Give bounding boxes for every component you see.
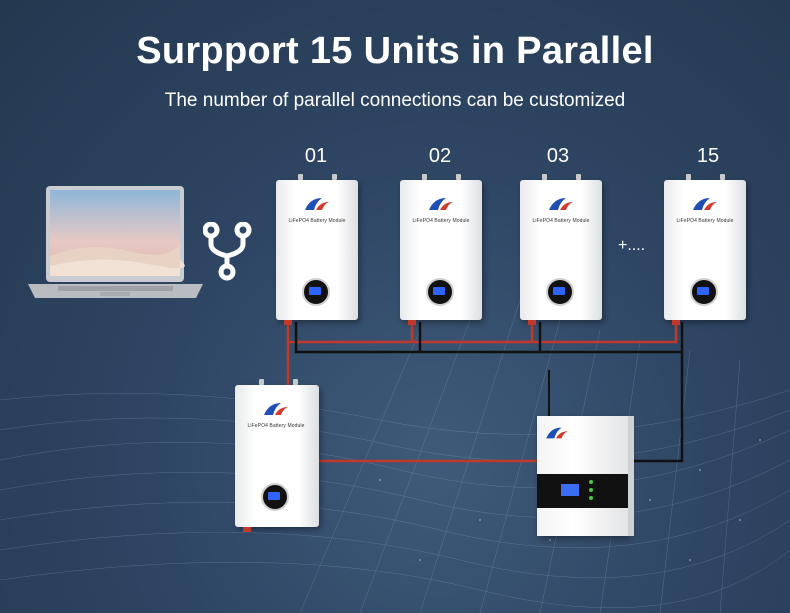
mount-knob <box>720 174 725 180</box>
battery-terminal <box>408 320 416 325</box>
battery-model-label: LiFePO4 Battery Module <box>288 218 346 224</box>
mount-knob <box>686 174 691 180</box>
brand-logo-icon <box>305 198 329 210</box>
battery-model-label: LiFePO4 Battery Module <box>412 218 470 224</box>
battery-terminal <box>672 320 680 325</box>
status-led <box>589 488 593 492</box>
battery-module-1: LiFePO4 Battery Module <box>276 174 358 325</box>
brand-logo-icon <box>693 198 717 210</box>
unit-number-1: 01 <box>304 145 328 167</box>
page-title: Surpport 15 Units in Parallel <box>136 30 654 72</box>
unit-number-2: 02 <box>428 145 452 167</box>
battery-module-lower: LiFePO4 Battery Module <box>235 379 319 532</box>
battery-display <box>546 278 574 306</box>
mount-knob <box>456 174 461 180</box>
mount-knob <box>576 174 581 180</box>
brand-logo-icon <box>429 198 453 210</box>
mount-knob <box>332 174 337 180</box>
battery-module-15: LiFePO4 Battery Module <box>664 174 746 325</box>
battery-display <box>426 278 454 306</box>
page-subtitle: The number of parallel connections can b… <box>164 90 626 111</box>
unit-number-3: 03 <box>546 145 570 167</box>
mount-knob <box>422 174 427 180</box>
inverter-display <box>561 484 579 496</box>
status-led <box>589 480 593 484</box>
mount-knob <box>542 174 547 180</box>
battery-display <box>261 483 289 511</box>
battery-module-2: LiFePO4 Battery Module <box>400 174 482 325</box>
battery-terminal <box>284 320 292 325</box>
inverter-control-panel <box>537 474 628 508</box>
mount-knob <box>298 174 303 180</box>
inverter-side-panel <box>628 416 634 536</box>
battery-model-label: LiFePO4 Battery Module <box>676 218 734 224</box>
battery-terminal <box>528 320 536 325</box>
battery-module-3: LiFePO4 Battery Module <box>520 174 602 325</box>
mount-knob <box>293 379 298 385</box>
fork-connection-icon <box>203 222 252 281</box>
more-units-ellipsis: +.... <box>618 237 646 254</box>
unit-number-15: 15 <box>696 145 720 167</box>
laptop-icon <box>28 186 203 298</box>
inverter-unit <box>537 416 634 536</box>
battery-model-label: LiFePO4 Battery Module <box>247 423 305 429</box>
status-led <box>589 496 593 500</box>
battery-model-label: LiFePO4 Battery Module <box>532 218 590 224</box>
brand-logo-icon <box>546 427 568 439</box>
battery-display <box>302 278 330 306</box>
brand-logo-icon <box>549 198 573 210</box>
battery-terminal <box>243 527 251 532</box>
battery-display <box>690 278 718 306</box>
brand-logo-icon <box>264 403 288 415</box>
mount-knob <box>259 379 264 385</box>
